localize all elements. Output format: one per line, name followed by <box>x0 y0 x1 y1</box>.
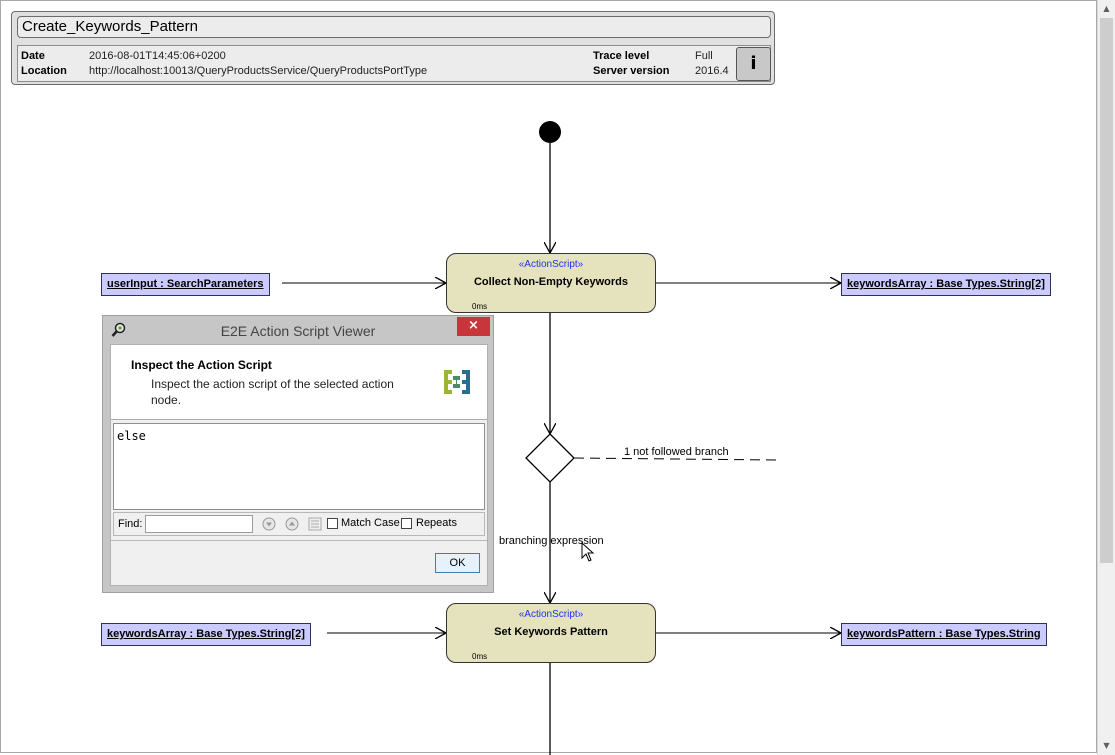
not-followed-branch-label: 1 not followed branch <box>624 446 729 458</box>
trace-level-label: Trace level <box>593 50 650 62</box>
script-text-area[interactable]: else <box>113 423 485 510</box>
dialog-title: E2E Action Script Viewer <box>220 323 376 339</box>
branching-expression-label: branching expression <box>499 535 604 547</box>
object-user-input[interactable]: userInput : SearchParameters <box>101 273 270 296</box>
find-bar: Find: Match Case Repeats <box>113 512 485 536</box>
app-magnifier-icon <box>111 322 126 337</box>
find-label: Find: <box>118 518 143 530</box>
trace-level-value: Full <box>695 50 713 62</box>
action-duration: 0ms <box>472 302 488 311</box>
action-name: Set Keywords Pattern <box>494 626 608 638</box>
date-label: Date <box>21 50 45 62</box>
find-next-icon[interactable] <box>262 517 276 531</box>
location-value: http://localhost:10013/QueryProductsServ… <box>89 65 428 77</box>
object-keywords-pattern[interactable]: keywordsPattern : Base Types.String <box>841 623 1047 646</box>
action-node-set-keywords-pattern[interactable]: «ActionScript» Set Keywords Pattern 0ms <box>446 603 656 663</box>
dialog-body: Inspect the Action Script Inspect the ac… <box>110 344 488 586</box>
find-previous-icon[interactable] <box>285 517 299 531</box>
object-keywords-array-out[interactable]: keywordsArray : Base Types.String[2] <box>841 273 1051 296</box>
process-title: Create_Keywords_Pattern <box>17 16 771 38</box>
server-version-value: 2016.4 <box>695 65 729 77</box>
trace-info: Date 2016-08-01T14:45:06+0200 Location h… <box>17 45 771 82</box>
decision-node <box>525 433 575 483</box>
vertical-scrollbar[interactable]: ▲ ▼ <box>1097 0 1115 755</box>
action-script-viewer-dialog: E2E Action Script Viewer × Inspect the A… <box>102 315 494 593</box>
date-value: 2016-08-01T14:45:06+0200 <box>89 50 226 62</box>
mark-all-icon[interactable] <box>308 517 322 531</box>
repeats-label: Repeats <box>416 517 457 529</box>
info-button[interactable]: i <box>736 47 771 81</box>
scrollbar-thumb[interactable] <box>1100 18 1113 563</box>
dialog-titlebar[interactable]: E2E Action Script Viewer × <box>103 316 493 344</box>
footer-separator <box>111 540 487 541</box>
location-label: Location <box>21 65 67 77</box>
object-keywords-array-in[interactable]: keywordsArray : Base Types.String[2] <box>101 623 311 646</box>
close-button[interactable]: × <box>457 317 490 336</box>
dialog-heading: Inspect the Action Script <box>131 358 272 372</box>
match-case-checkbox[interactable] <box>327 518 338 529</box>
ok-button[interactable]: OK <box>435 553 480 573</box>
server-version-label: Server version <box>593 65 670 77</box>
action-stereotype: «ActionScript» <box>518 609 584 620</box>
action-name: Collect Non-Empty Keywords <box>473 276 629 288</box>
scroll-up-arrow[interactable]: ▲ <box>1103 4 1110 13</box>
match-case-label: Match Case <box>341 517 400 529</box>
action-duration: 0ms <box>472 652 488 661</box>
action-stereotype: «ActionScript» <box>518 259 584 270</box>
mouse-cursor-icon <box>581 541 595 562</box>
find-input[interactable] <box>145 515 253 533</box>
dialog-description: Inspect the action script of the selecte… <box>151 377 394 407</box>
action-node-collect-keywords[interactable]: «ActionScript» Collect Non-Empty Keyword… <box>446 253 656 313</box>
e2e-logo-icon <box>444 370 470 394</box>
initial-node <box>539 121 561 143</box>
scroll-down-arrow[interactable]: ▼ <box>1103 741 1110 750</box>
trace-header: Create_Keywords_Pattern Date 2016-08-01T… <box>11 11 775 85</box>
repeats-checkbox[interactable] <box>401 518 412 529</box>
edge-not-followed-branch <box>573 457 777 461</box>
dialog-header: Inspect the Action Script Inspect the ac… <box>111 345 487 420</box>
